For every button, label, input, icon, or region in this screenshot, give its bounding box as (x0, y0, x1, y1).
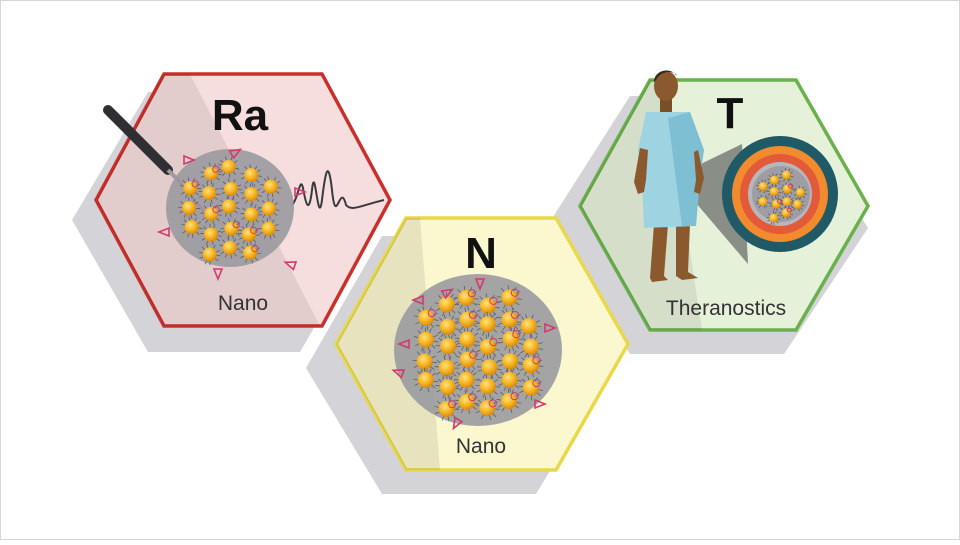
diagram-canvas: Ra Nano N Nano T Theranostics (0, 0, 960, 540)
frame (0, 0, 960, 540)
